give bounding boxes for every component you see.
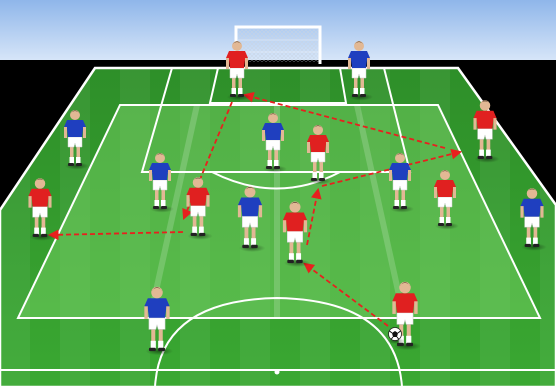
center-spot: [275, 370, 280, 375]
goal-net: [236, 27, 320, 64]
